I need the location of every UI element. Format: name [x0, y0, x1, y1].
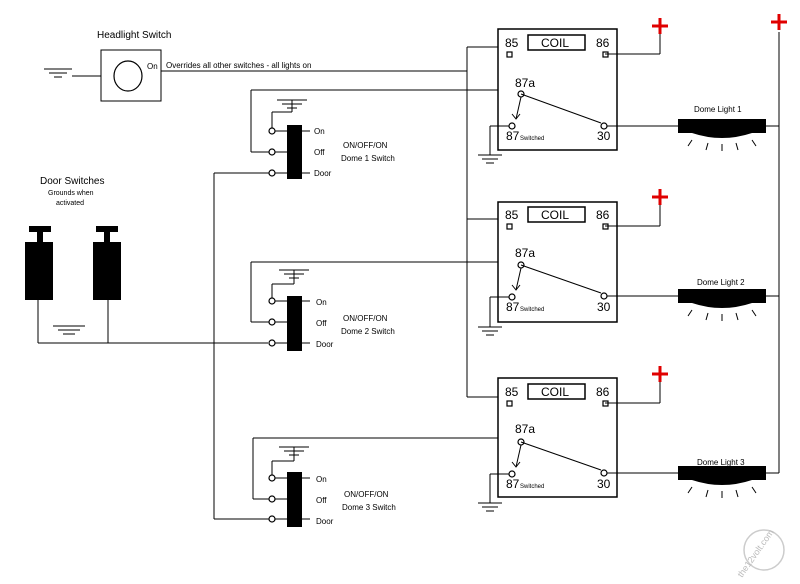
- relay-pin-86: 86: [596, 385, 610, 399]
- ground-icon: [478, 326, 502, 336]
- switch-name-label: Dome 3 Switch: [342, 503, 396, 512]
- door-switches-subtitle-2: activated: [56, 200, 84, 207]
- relay-pin-87-sub: Switched: [520, 307, 544, 313]
- relay-pin-85: 85: [505, 208, 519, 222]
- dome-light-1: Dome Light 1: [678, 105, 766, 151]
- switch-pos-off: Off: [316, 496, 327, 505]
- relay-pin-87-sub: Switched: [520, 136, 544, 142]
- relay-pin-87a: 87a: [515, 76, 535, 90]
- plus-icon: [652, 189, 668, 205]
- light-rays-icon: [687, 486, 757, 498]
- door-plunger-icon: [93, 226, 121, 300]
- relay-coil: [527, 34, 586, 51]
- relay-pin-87a: 87a: [515, 422, 535, 436]
- relay-coil-label: COIL: [541, 208, 569, 222]
- relay-coil: [527, 206, 586, 223]
- dome-light-label: Dome Light 3: [697, 458, 745, 467]
- switch-pos-off: Off: [314, 148, 325, 157]
- watermark-logo: the12volt.com: [735, 528, 785, 580]
- relay-pin-87a: 87a: [515, 246, 535, 260]
- relay-coil: [527, 383, 586, 400]
- relay-coil-label: COIL: [541, 36, 569, 50]
- plus-icon: [652, 366, 668, 382]
- ground-icon: [44, 68, 72, 78]
- headlight-switch-title: Headlight Switch: [97, 30, 171, 41]
- headlight-switch-on-label: On: [147, 62, 158, 71]
- relay-pin-87: 87: [506, 129, 520, 143]
- plus-icon: [771, 14, 787, 30]
- relay-pin-85: 85: [505, 36, 519, 50]
- headlight-switch-note: Overrides all other switches - all light…: [166, 61, 311, 70]
- headlight-switch-knob: [113, 60, 143, 92]
- switch-pos-door: Door: [314, 169, 332, 178]
- dome-light-icon: [678, 289, 766, 308]
- relay-pin-30: 30: [597, 477, 611, 491]
- switch-type-label: ON/OFF/ON: [344, 490, 389, 499]
- relay-pin-87: 87: [506, 477, 520, 491]
- dome-switch-1: On Off Door ON/OFF/ON Dome 1 Switch: [250, 89, 498, 179]
- relay-coil-label: COIL: [541, 385, 569, 399]
- switch-type-label: ON/OFF/ON: [343, 141, 388, 150]
- dome-switch-2: On Off Door ON/OFF/ON Dome 2 Switch: [250, 261, 498, 351]
- switch-pos-on: On: [316, 475, 327, 484]
- ground-icon: [478, 154, 502, 164]
- switch-pos-door: Door: [316, 517, 334, 526]
- dome-switch-3: On Off Door ON/OFF/ON Dome 3 Switch: [252, 437, 498, 527]
- relay-pin-30: 30: [597, 300, 611, 314]
- dome-light-label: Dome Light 1: [694, 105, 742, 114]
- watermark-text: the12volt.com: [735, 528, 775, 580]
- ground-icon: [53, 325, 85, 335]
- switch-type-label: ON/OFF/ON: [343, 314, 388, 323]
- relay-3: 85 COIL 86 87a 87 Switched 30: [478, 366, 678, 512]
- headlight-switch-group: Headlight Switch On Overrides all other …: [44, 30, 467, 102]
- switch-pos-on: On: [316, 298, 327, 307]
- relay-pin-85: 85: [505, 385, 519, 399]
- relay-pin-87: 87: [506, 300, 520, 314]
- door-switches-group: Door Switches Grounds when activated: [25, 176, 268, 344]
- dome-light-icon: [678, 466, 766, 485]
- door-switches-title: Door Switches: [40, 176, 104, 187]
- plus-icon: [652, 18, 668, 34]
- dome-light-2: Dome Light 2: [678, 278, 766, 321]
- switch-pos-on: On: [314, 127, 325, 136]
- relay-2: 85 COIL 86 87a 87 Switched 30: [478, 189, 678, 336]
- dome-light-3: Dome Light 3: [678, 458, 766, 498]
- switch-pos-off: Off: [316, 319, 327, 328]
- dome-light-label: Dome Light 2: [697, 278, 745, 287]
- light-rays-icon: [687, 309, 757, 321]
- relay-1: 85 COIL 86 87a 87 Switched 30: [478, 18, 678, 164]
- light-rays-icon: [687, 139, 757, 151]
- relay-pin-86: 86: [596, 208, 610, 222]
- dome-light-icon: [678, 119, 766, 138]
- ground-icon: [478, 502, 502, 512]
- relay-pin-86: 86: [596, 36, 610, 50]
- switch-pos-door: Door: [316, 340, 334, 349]
- door-switches-subtitle-1: Grounds when: [48, 190, 94, 197]
- switch-name-label: Dome 2 Switch: [341, 327, 395, 336]
- relay-pin-87-sub: Switched: [520, 484, 544, 490]
- switch-name-label: Dome 1 Switch: [341, 154, 395, 163]
- relay-pin-30: 30: [597, 129, 611, 143]
- door-plunger-icon: [25, 226, 53, 300]
